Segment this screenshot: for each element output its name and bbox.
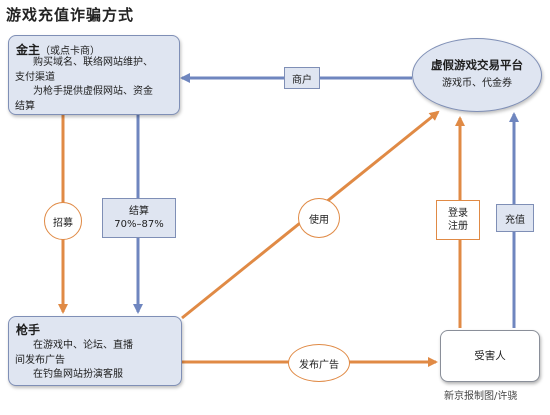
- edge-label-denglu: 登录 注册: [436, 200, 480, 240]
- edge-label-shanghu: 商户: [284, 67, 320, 89]
- qiangshou-title: 枪手: [16, 323, 41, 337]
- jiesuan-rate: 70%–87%: [114, 219, 164, 230]
- qiangshou-line-2: 间发布广告: [15, 354, 65, 366]
- platform-title: 虚假游戏交易平台: [431, 58, 523, 72]
- jinzhu-title: 金主: [16, 43, 41, 57]
- edge-label-fabu: 发布广告: [288, 344, 350, 382]
- denglu-line-2: 注册: [448, 221, 468, 232]
- jiesuan-label: 结算: [129, 205, 149, 217]
- qiangshou-line-3: 在钓鱼网站扮演客服: [33, 369, 123, 380]
- edge-label-zhaomu: 招募: [44, 202, 82, 240]
- node-victim: 受害人: [440, 330, 540, 382]
- denglu-line-1: 登录: [448, 207, 468, 219]
- jinzhu-line-4: 结算: [15, 100, 35, 112]
- node-qiangshou: 枪手 在游戏中、论坛、直播 间发布广告 在钓鱼网站扮演客服: [8, 316, 182, 386]
- edge-label-chongzhi: 充值: [496, 204, 534, 232]
- jinzhu-line-3: 为枪手提供虚假网站、资金: [33, 86, 153, 97]
- jinzhu-line-1: 购买域名、联络网站维护、: [33, 57, 153, 68]
- qiangshou-line-1: 在游戏中、论坛、直播: [33, 340, 133, 351]
- jinzhu-line-2: 支付渠道: [15, 71, 55, 83]
- edge-label-shiyong: 使用: [298, 198, 340, 238]
- victim-label: 受害人: [474, 350, 506, 362]
- credit-text: 新京报制图/许骁: [444, 391, 518, 402]
- jinzhu-note: （或点卡商）: [40, 46, 101, 57]
- platform-subtitle: 游戏币、代金券: [442, 78, 512, 89]
- diagram-title: 游戏充值诈骗方式: [6, 6, 135, 24]
- edge-label-jiesuan: 结算 70%–87%: [102, 198, 176, 238]
- node-jinzhu: 金主（或点卡商） 购买域名、联络网站维护、 支付渠道 为枪手提供虚假网站、资金 …: [8, 35, 180, 115]
- node-platform: 虚假游戏交易平台 游戏币、代金券: [412, 38, 542, 112]
